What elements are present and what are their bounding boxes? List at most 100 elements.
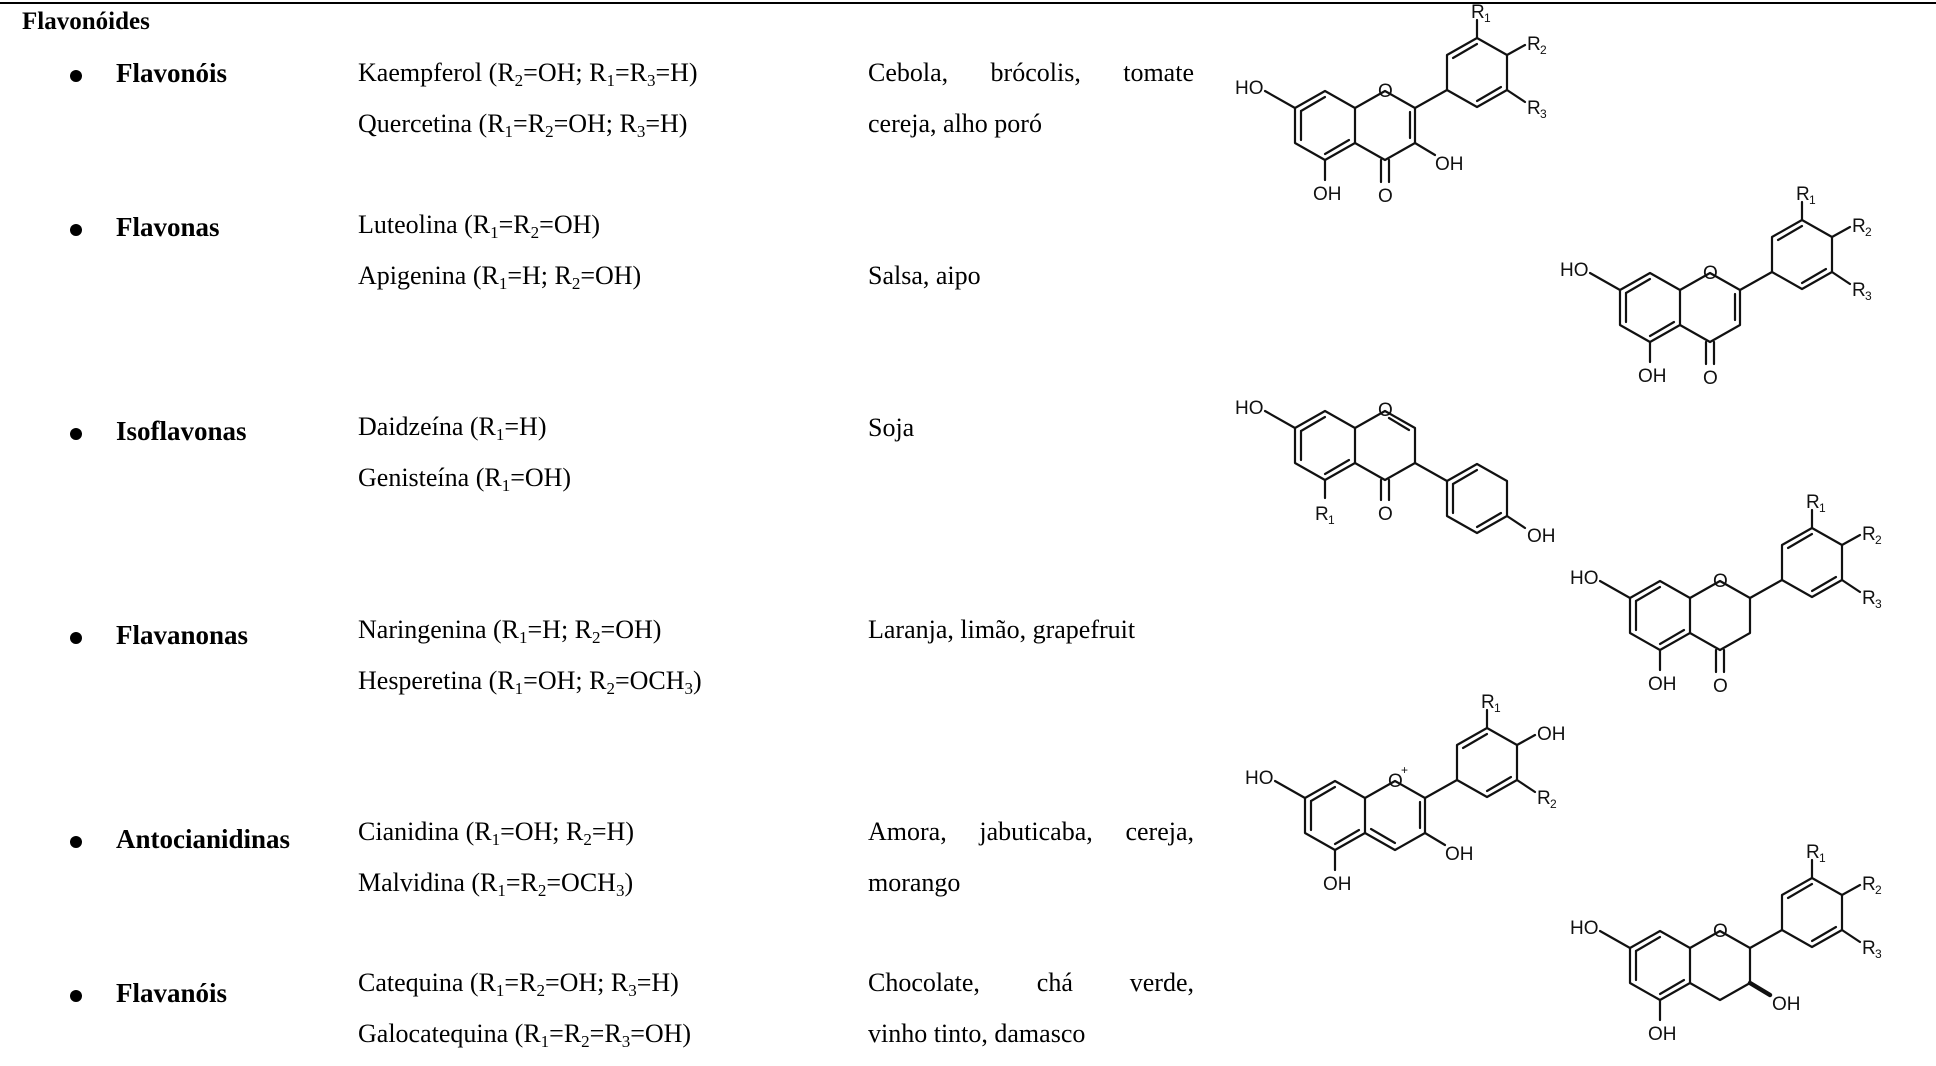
r-label: R [1862,874,1876,895]
bullet-marker [70,428,82,440]
atom-label: HO [1570,918,1599,939]
class-name-flavanois: Flavanóis [116,978,228,1008]
atom-label: HO [1560,260,1589,281]
food-sources-flavanonas: Laranja, limão, grapefruit [868,604,1194,655]
source-line: Salsa, aipo [868,261,981,290]
r-label: R [1806,842,1820,863]
source-line: vinho tinto, damasco [868,1019,1086,1048]
r-label: R [1852,216,1866,237]
compound-galocatequina: Galocatequina (R1=R2=R3=OH) [358,1019,691,1050]
r-label: R [1862,524,1876,545]
compound-formula: (R1=R2=OCH3) [471,868,634,900]
compound-luteolina: Luteolina (R1=R2=OH) [358,210,601,242]
compound-formula: (R1=OH; R2=OCH3) [488,666,702,698]
bullet-marker [70,70,82,82]
atom-label: O [1703,263,1718,284]
compound-formula: (R1=R2=OH) [464,210,601,242]
r-subscript: 1 [1484,11,1491,25]
atom-label: OH [1527,526,1556,547]
bullet-marker [70,632,82,644]
r-label: R [1862,938,1876,959]
class-name-antocianidinas: Antocianidinas [116,824,291,854]
class-name-isoflavonas: Isoflavonas [116,416,247,446]
compound-hesperetina: Hesperetina (R1=OH; R2=OCH3) [358,666,702,698]
r-label: R [1806,492,1820,513]
r-subscript: 3 [1875,947,1882,961]
compound-name: Genisteína [358,463,470,492]
atom-label: HO [1235,398,1264,419]
atom-label: O [1378,504,1393,525]
compound-name: Hesperetina [358,666,483,695]
compound-name: Naringenina [358,615,487,644]
bullet-marker [70,990,82,1002]
compound-formula: (R1=R2=OH; R3=H) [478,109,688,141]
atom-label: O [1378,81,1393,102]
r-subscript: 1 [1328,513,1335,527]
atom-label: HO [1570,568,1599,589]
source-line: cereja, alho poró [868,109,1042,138]
atom-label: OH [1648,674,1677,695]
atom-label: O [1703,368,1718,389]
compound-formula: (R1=R2=OH; R3=H) [469,968,679,1000]
compound-catequina: Catequina (R1=R2=OH; R3=H) [358,968,679,1000]
atom-label: OH [1313,184,1342,205]
compound-name: Quercetina [358,109,473,138]
compound-daidzeina: Daidzeína (R1=H) [358,412,547,443]
compound-name: Kaempferol [358,58,483,87]
r-subscript: 3 [1875,597,1882,611]
class-name-flavonois: Flavonóis [116,58,228,88]
r-label: R [1537,788,1551,809]
food-sources-flavanois: Chocolate, chá verde, vinho tinto, damasc… [868,957,1194,1059]
r-subscript: 2 [1875,533,1882,547]
source-line: Laranja, limão, grapefruit [868,615,1136,644]
r-label: R [1527,98,1541,119]
atom-label: OH [1648,1024,1677,1045]
compound-name: Malvidina [358,868,465,897]
table-heading: Flavonóides [22,8,150,35]
compound-formula: (R1=H; R2=OH) [472,261,642,293]
compound-name: Catequina [358,968,464,997]
atom-label: OH [1772,994,1801,1015]
compound-kaempferol: Kaempferol (R2=OH; R1=R3=H) [358,58,698,89]
atom-label: O [1378,186,1393,207]
compound-name: Daidzeína [358,412,464,441]
source-line: Amora, jabuticaba, cereja, [868,817,1194,846]
atom-label: O [1713,571,1728,592]
r-label: R [1796,184,1810,205]
r-subscript: 1 [1494,701,1501,715]
food-sources-antocianidinas: Amora, jabuticaba, cereja, morango [868,806,1194,908]
source-line: Soja [868,413,915,442]
r-subscript: 2 [1875,883,1882,897]
compound-malvidina: Malvidina (R1=R2=OCH3) [358,868,634,900]
r-subscript: 3 [1540,107,1547,121]
atom-label: O [1713,676,1728,697]
atom-label: OH [1435,154,1464,175]
r-subscript: 3 [1865,289,1872,303]
r-subscript: 2 [1550,797,1557,811]
bullet-marker [70,224,82,236]
compound-formula: (R1=OH) [475,463,572,495]
atom-label: O [1378,400,1393,421]
compound-name: Apigenina [358,261,467,290]
food-sources-flavonois: Cebola, brócolis, tomate cereja, alho por… [868,47,1194,149]
class-name-flavonas: Flavonas [116,212,220,242]
source-line: morango [868,868,961,897]
bullet-marker [70,836,82,848]
compound-genisteina: Genisteína (R1=OH) [358,463,572,495]
atom-label: O [1713,921,1728,942]
r-label: R [1527,34,1541,55]
compound-name: Cianidina [358,817,460,846]
food-sources-flavonas: Salsa, aipo [868,250,1194,301]
compound-name: Galocatequina [358,1019,509,1048]
source-line: Cebola, brócolis, tomate [868,58,1194,87]
atom-label: OH [1537,724,1566,745]
r-label: R [1852,280,1866,301]
r-label: R [1862,588,1876,609]
atom-label: OH [1638,366,1667,387]
source-line: Chocolate, chá verde, [868,968,1194,997]
